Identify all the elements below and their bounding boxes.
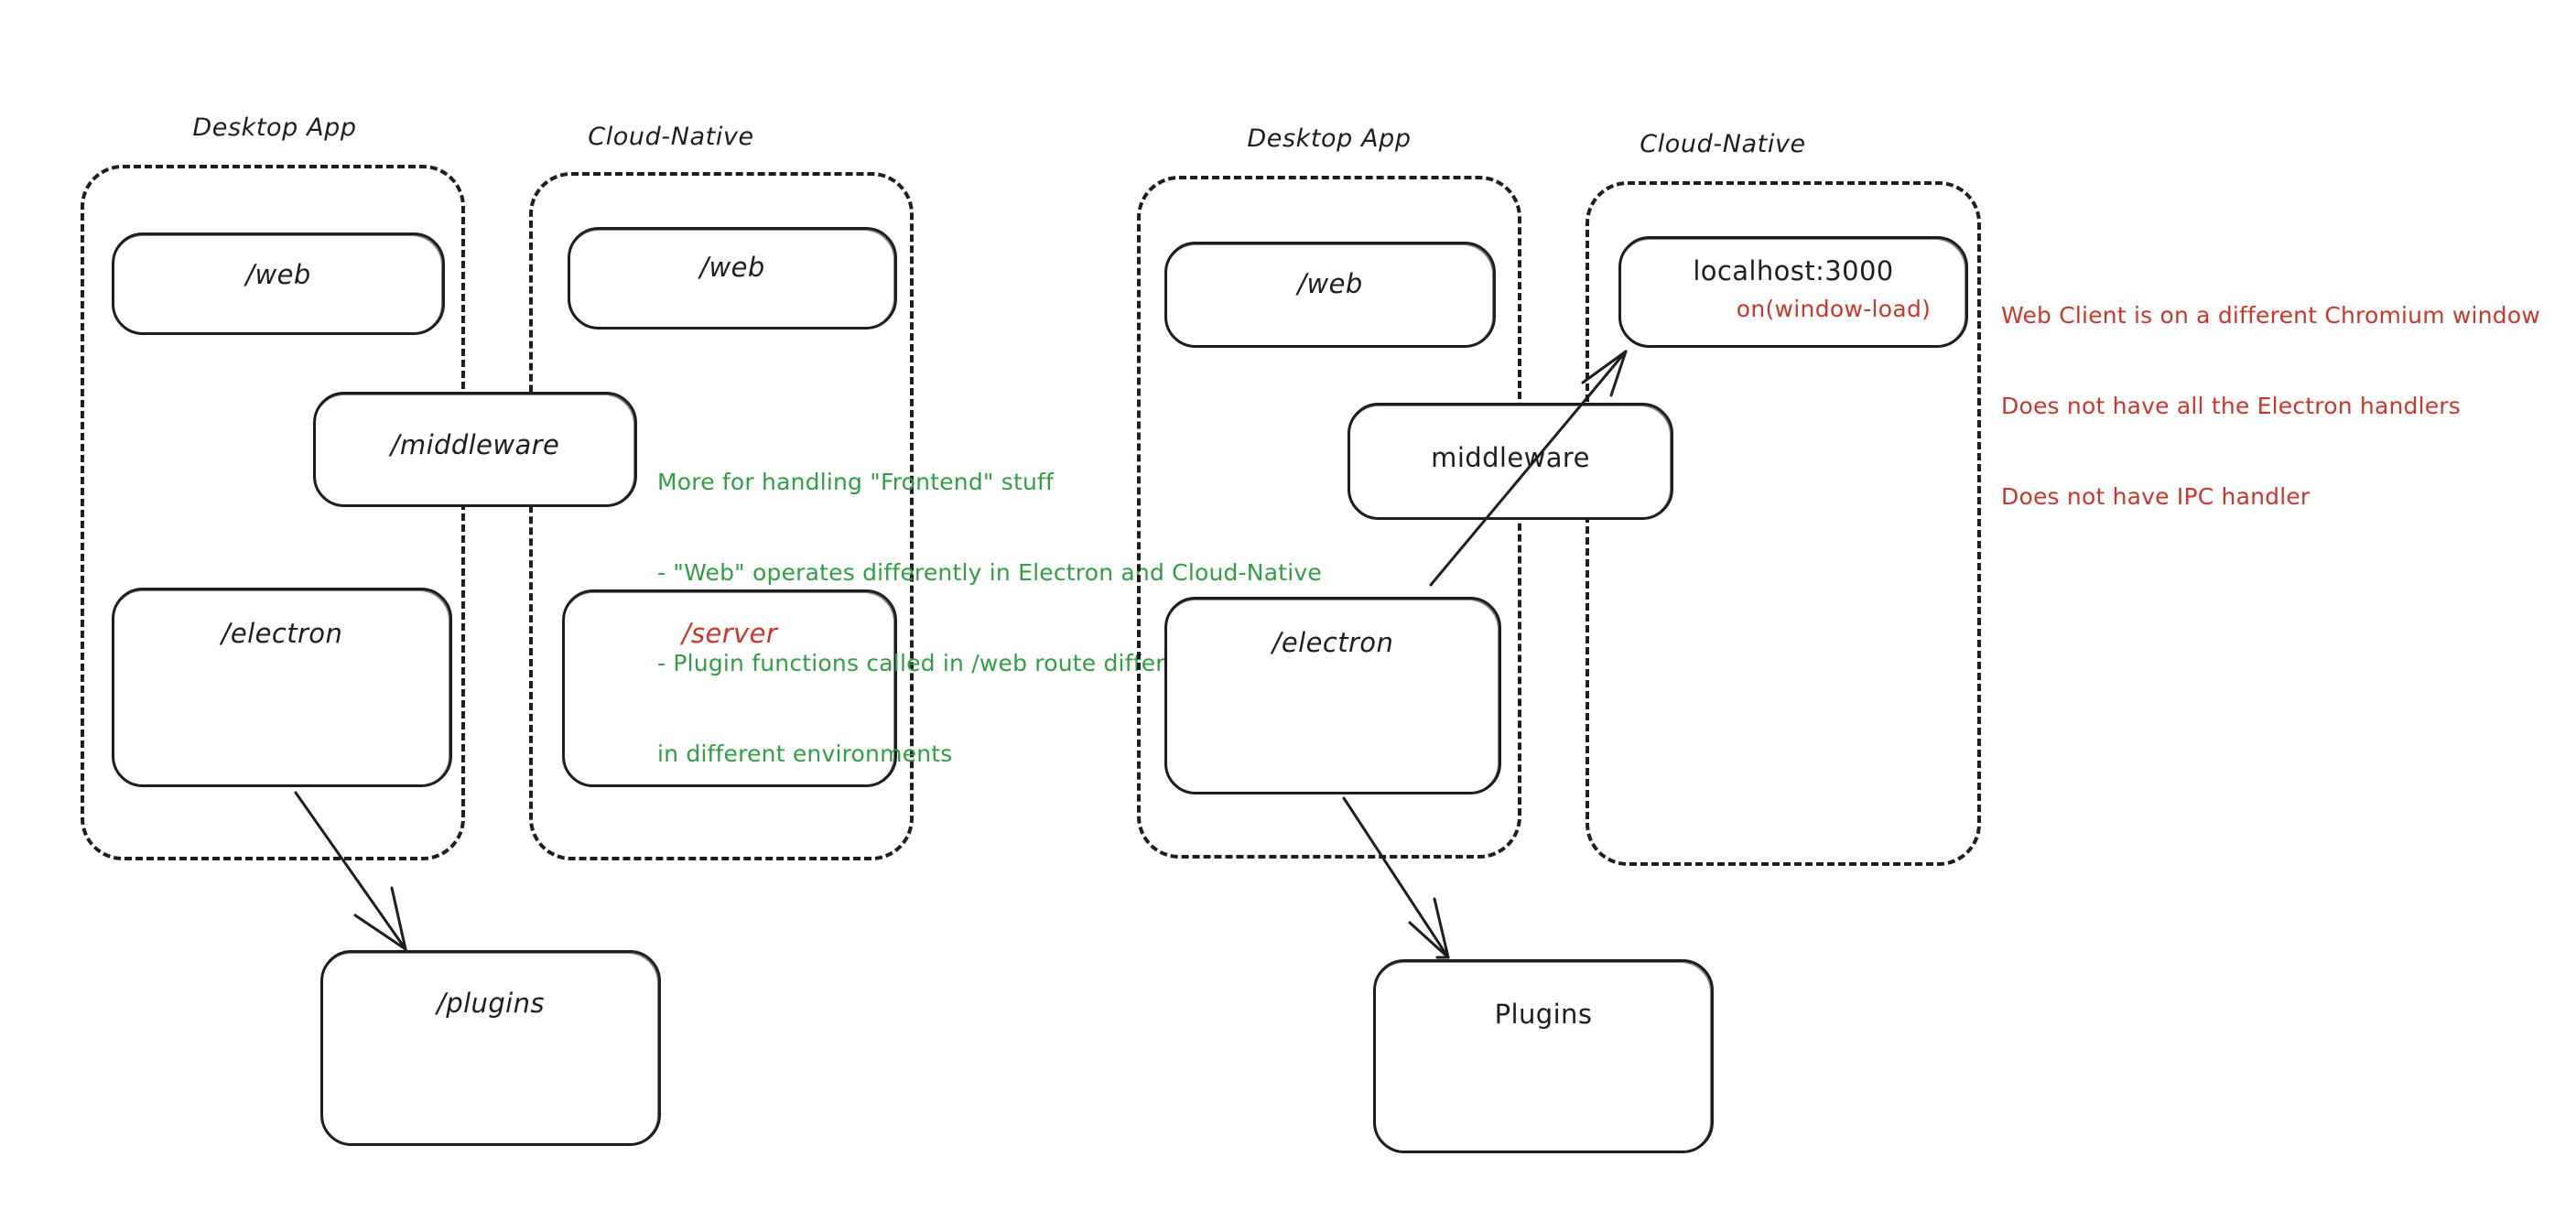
node-electron-right[interactable]: /electron — [1164, 597, 1501, 794]
node-label-plugins-left: /plugins — [437, 988, 545, 1019]
node-web-cloud-left[interactable]: /web — [568, 227, 897, 330]
annotation-web-client-line-2: Does not have all the Electron handlers — [2001, 393, 2462, 419]
node-electron-left[interactable]: /electron — [112, 588, 452, 787]
node-label-electron-left: /electron — [221, 618, 343, 649]
node-middleware-right[interactable]: middleware — [1348, 403, 1673, 520]
annotation-web-client-line-1: Web Client is on a different Chromium wi… — [2001, 302, 2540, 329]
group-desktop-app-left — [81, 165, 465, 860]
annotation-frontend-line-3: - Plugin functions called in /web route … — [657, 650, 1223, 676]
node-web-desktop-left[interactable]: /web — [112, 232, 445, 335]
group-label-cloud-native-right: Cloud-Native — [1640, 130, 1806, 158]
node-label-plugins-right: Plugins — [1494, 999, 1593, 1030]
annotation-frontend-note: More for handling "Frontend" stuff - "We… — [657, 406, 1322, 829]
node-label-middleware-right: middleware — [1431, 442, 1590, 473]
node-label-server-left: /server — [681, 618, 778, 649]
node-server-left[interactable]: /server — [562, 589, 897, 787]
node-plugins-right[interactable]: Plugins — [1373, 959, 1714, 1153]
node-label-localhost-3000: localhost:3000 — [1693, 255, 1894, 286]
annotation-web-client-line-3: Does not have IPC handler — [2001, 483, 2311, 510]
group-label-desktop-app-right: Desktop App — [1247, 124, 1412, 153]
group-label-desktop-app-left: Desktop App — [192, 113, 357, 142]
node-label-web-desktop-right: /web — [1297, 268, 1363, 299]
node-sublabel-on-window-load: on(window-load) — [1736, 296, 1932, 322]
node-middleware-left[interactable]: /middleware — [313, 392, 637, 507]
annotation-frontend-line-4: in different environments — [657, 740, 953, 767]
node-localhost-3000[interactable]: localhost:3000 on(window-load) — [1618, 236, 1968, 348]
node-web-desktop-right[interactable]: /web — [1164, 242, 1496, 348]
node-label-middleware-left: /middleware — [390, 429, 560, 460]
group-label-cloud-native-left: Cloud-Native — [588, 123, 754, 151]
annotation-frontend-line-2: - "Web" operates differently in Electron… — [657, 559, 1322, 586]
node-label-web-cloud-left: /web — [699, 252, 765, 283]
node-label-web-desktop-left: /web — [245, 259, 311, 290]
node-plugins-left[interactable]: /plugins — [320, 950, 661, 1146]
node-label-electron-right: /electron — [1272, 627, 1394, 658]
annotation-web-client-note: Web Client is on a different Chromium wi… — [2001, 240, 2540, 572]
annotation-frontend-line-1: More for handling "Frontend" stuff — [657, 469, 1055, 495]
group-cloud-native-left — [529, 172, 914, 860]
